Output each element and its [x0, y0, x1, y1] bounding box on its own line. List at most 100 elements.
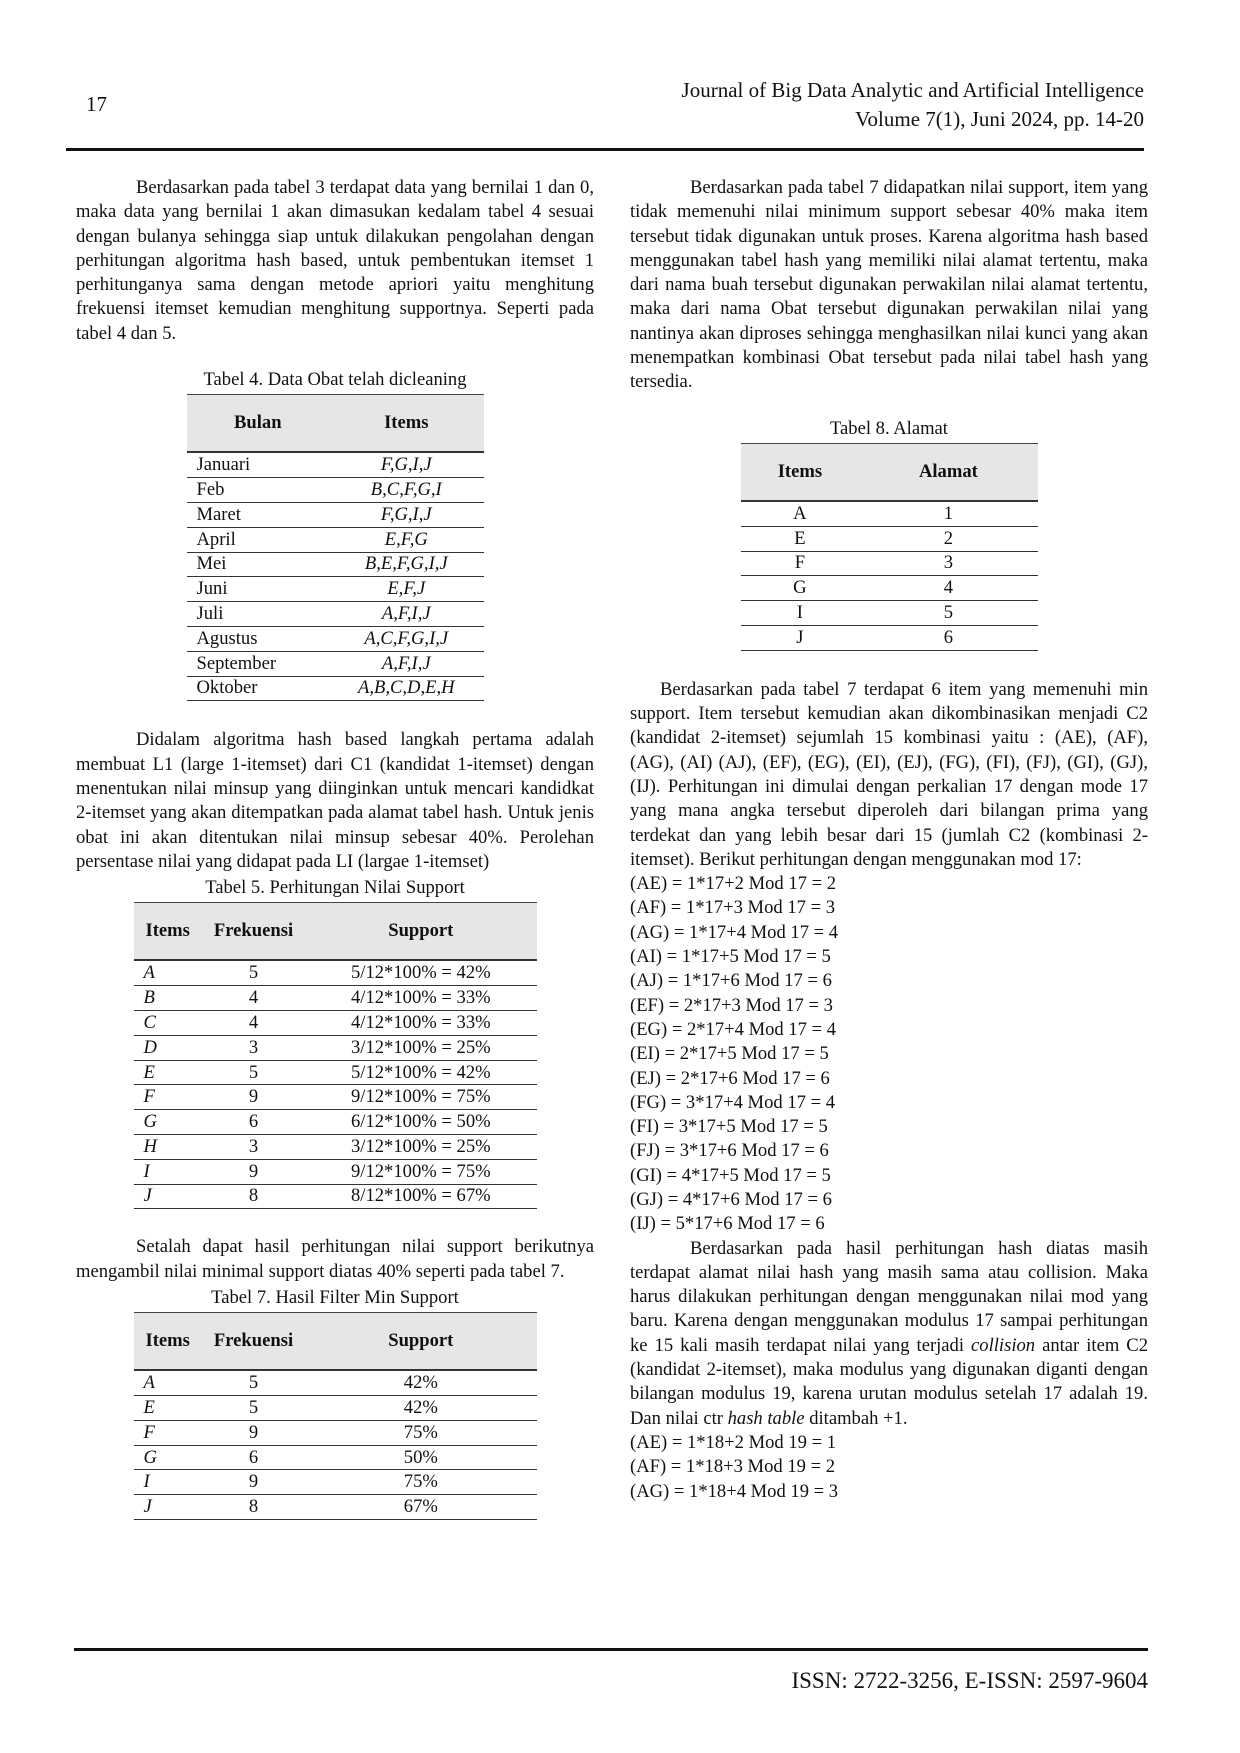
table5-cell: B — [143, 987, 155, 1009]
table5-cell: H — [143, 1135, 157, 1157]
table8-cell: 3 — [943, 552, 954, 574]
mod17-equations: (AE) = 1*17+2 Mod 17 = 2(AF) = 1*17+3 Mo… — [630, 872, 1148, 1236]
para3-italic-collision: collision — [971, 1334, 1036, 1356]
table8-cell: 4 — [943, 577, 954, 599]
table5-row: G 6 6/12*100% = 50% — [133, 1110, 537, 1135]
table7-cell: 6 — [248, 1446, 259, 1468]
table5-cell: 4 — [248, 1011, 259, 1033]
journal-header: Journal of Big Data Analytic and Artific… — [682, 76, 1144, 134]
table8-cell: 6 — [943, 626, 954, 648]
table8-cell: G — [793, 577, 807, 599]
table7-cell: E — [143, 1396, 155, 1418]
table4-cell: Januari — [196, 454, 251, 476]
table8-cell: A — [793, 502, 807, 524]
equation-line: (AJ) = 1*17+6 Mod 17 = 6 — [630, 970, 832, 992]
left-paragraph-2: Didalam algoritma hash based langkah per… — [76, 729, 594, 872]
table7-cell: A — [143, 1372, 155, 1394]
table8-cell: 5 — [943, 602, 954, 624]
table5-cell: I — [143, 1160, 150, 1182]
table5-header-frekuensi: Frekuensi — [201, 902, 306, 961]
table5-cell: 6/12*100% = 50% — [351, 1111, 491, 1133]
table8-header-alamat: Alamat — [859, 443, 1038, 501]
para3-text-a: Berdasarkan pada hasil perhitungan hash … — [630, 1237, 1148, 1356]
table4-cell: Maret — [196, 503, 241, 525]
right-paragraph-1: Berdasarkan pada tabel 7 didapatkan nila… — [630, 177, 1148, 393]
table7-cell: 75% — [403, 1471, 438, 1493]
table7-cell: 9 — [248, 1471, 259, 1493]
table4-cell: A,F,I,J — [381, 603, 431, 625]
footer-issn: ISSN: 2722-3256, E-ISSN: 2597-9604 — [791, 1668, 1148, 1693]
table7-cell: F — [143, 1421, 155, 1443]
table4-cell: A,C,F,G,I,J — [364, 627, 449, 649]
table8-cell: F — [794, 552, 806, 574]
table4-cell: Juli — [196, 603, 224, 625]
equation-line: (EF) = 2*17+3 Mod 17 = 3 — [630, 994, 833, 1016]
table8-caption: Tabel 8. Alamat — [830, 417, 948, 439]
equation-line: (AG) = 1*17+4 Mod 17 = 4 — [630, 921, 839, 943]
table5-cell: 9/12*100% = 75% — [351, 1160, 491, 1182]
footer-rule — [74, 1648, 1148, 1651]
table5-cell: G — [143, 1111, 157, 1133]
table5-cell: J — [143, 1185, 152, 1207]
right-paragraph-2: Berdasarkan pada tabel 7 terdapat 6 item… — [630, 678, 1148, 870]
table7-cell: 50% — [403, 1446, 438, 1468]
equation-line: (GI) = 4*17+5 Mod 17 = 5 — [630, 1164, 831, 1186]
left-paragraph-3: Setalah dapat hasil perhitungan nilai su… — [76, 1236, 594, 1282]
page-number: 17 — [86, 92, 107, 116]
table4-cell: Mei — [196, 553, 227, 575]
table4-cell: Agustus — [196, 627, 258, 649]
table5-cell: 3 — [248, 1036, 259, 1058]
equation-line: (EJ) = 2*17+6 Mod 17 = 6 — [630, 1067, 830, 1089]
table8-cell: 1 — [943, 502, 954, 524]
table5-cell: 5 — [248, 962, 259, 984]
table5-cell: 5/12*100% = 42% — [351, 962, 491, 984]
table5-cell: 8 — [248, 1185, 259, 1207]
equation-line: (GJ) = 4*17+6 Mod 17 = 6 — [630, 1188, 832, 1210]
right-column: Berdasarkan pada tabel 7 didapatkan nila… — [630, 176, 1148, 1504]
table7-row: F 9 75% — [133, 1420, 537, 1446]
table4-cell: B,C,F,G,I — [370, 479, 442, 501]
table7-cell: 5 — [248, 1396, 259, 1418]
table7-caption: Tabel 7. Hasil Filter Min Support — [211, 1286, 459, 1308]
table4-cell: F,G,I,J — [380, 454, 432, 476]
equation-line: (EI) = 2*17+5 Mod 17 = 5 — [630, 1043, 829, 1065]
equation-line: (AE) = 1*18+2 Mod 19 = 1 — [630, 1431, 837, 1453]
table5-cell: 6 — [248, 1111, 259, 1133]
volume-info: Volume 7(1), Juni 2024, pp. 14-20 — [855, 107, 1144, 131]
equation-line: (AF) = 1*18+3 Mod 19 = 2 — [630, 1456, 836, 1478]
table4-row: Januari F,G,I,J — [186, 452, 484, 478]
table7-cell: 75% — [403, 1421, 438, 1443]
table5-cell: D — [143, 1036, 157, 1058]
table5-cell: 5/12*100% = 42% — [351, 1061, 491, 1083]
table5-cell: 4 — [248, 987, 259, 1009]
table8-header-items: Items — [740, 443, 860, 501]
table7-cell: 9 — [248, 1421, 259, 1443]
equation-line: (AG) = 1*18+4 Mod 19 = 3 — [630, 1480, 839, 1502]
para3-text-c: ditambah +1. — [804, 1407, 908, 1429]
equation-line: (AI) = 1*17+5 Mod 17 = 5 — [630, 946, 831, 968]
table5-cell: 5 — [248, 1061, 259, 1083]
header-rule — [66, 148, 1144, 151]
